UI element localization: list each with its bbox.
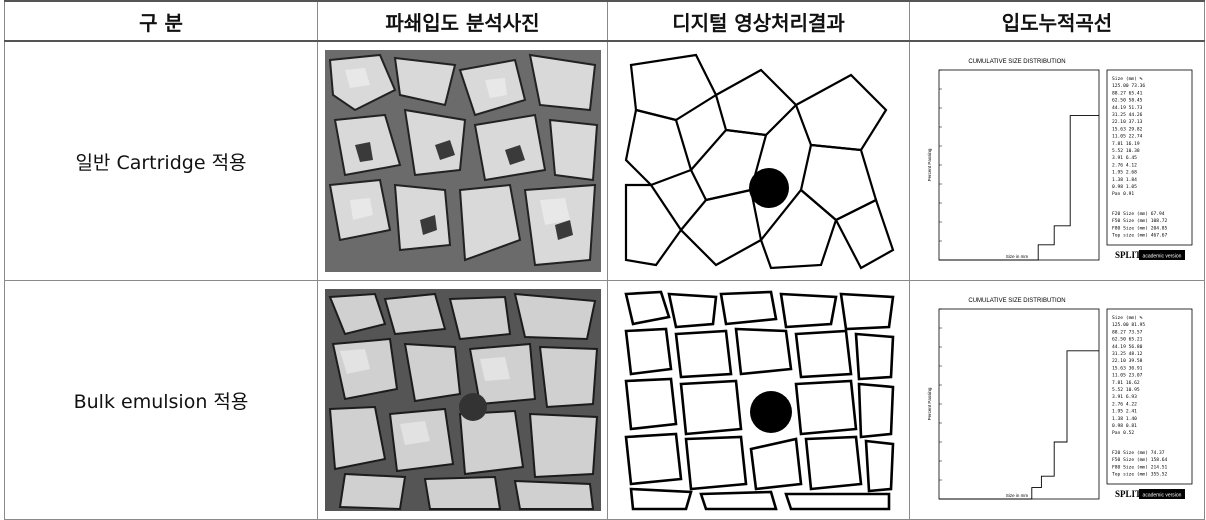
header-digital-result: 디지털 영상처리결과 — [607, 0, 910, 42]
chart-series-group — [939, 308, 1099, 500]
header-cumulative-curve: 입도누적곡선 — [909, 0, 1205, 42]
size-table-line: 3.91 6.93 — [1112, 394, 1137, 400]
size-table-line: 7.81 16.19 — [1112, 141, 1140, 147]
digital-fragment-outline-image — [620, 289, 897, 511]
size-table-line: 22.10 39.58 — [1112, 358, 1143, 364]
size-table-line: 1.95 2.68 — [1112, 170, 1137, 176]
size-table-line: Size (mm) % — [1112, 315, 1143, 321]
digital-processing-cell — [607, 280, 910, 520]
row-label-bulk-emulsion: Bulk emulsion 적용 — [4, 280, 318, 520]
cumulative-size-chart: CUMULATIVE SIZE DISTRIBUTION Percent Pas… — [927, 59, 1193, 261]
size-table-line: 2.76 4.12 — [1112, 162, 1137, 168]
size-table-line: 11.05 22.74 — [1112, 134, 1143, 140]
split-logo: SPLIT — [1115, 250, 1141, 260]
size-table-line: Pan 0.91 — [1112, 191, 1134, 197]
series-line — [939, 115, 1099, 261]
chart-xlabel: Size in mm — [1006, 493, 1029, 498]
header-row: 구 분 파쇄입도 분석사진 디지털 영상처리결과 입도누적곡선 — [4, 0, 1205, 42]
version-box — [1139, 489, 1185, 499]
size-footer-line: F50 Size (mm) 108.72 — [1112, 218, 1168, 224]
chart-xlabel: Size in mm — [1006, 254, 1029, 259]
size-table-line: 62.50 65.21 — [1112, 337, 1143, 343]
rock-photo-cell — [317, 40, 608, 281]
cumulative-size-chart: CUMULATIVE SIZE DISTRIBUTION Percent Pas… — [927, 298, 1193, 500]
size-table-line: 125.00 73.36 — [1112, 83, 1145, 89]
size-table-box — [1106, 69, 1193, 246]
size-footer-line: F80 Size (mm) 214.51 — [1112, 464, 1168, 470]
size-table-line: Size (mm) % — [1112, 76, 1143, 82]
size-table-line: 2.76 4.22 — [1112, 401, 1137, 407]
size-table-line: 1.38 1.40 — [1112, 416, 1137, 422]
rock-photo-cell — [317, 280, 608, 520]
size-table-line: 0.98 0.81 — [1112, 423, 1137, 429]
size-footer-line: Top size (mm) 355.52 — [1112, 472, 1168, 478]
row-label-cartridge: 일반 Cartridge 적용 — [4, 40, 318, 281]
series-line — [939, 350, 1099, 500]
rock-fragment-photo — [324, 50, 601, 272]
size-table-line: 44.19 51.73 — [1112, 105, 1143, 111]
size-table-line: 1.38 1.84 — [1112, 177, 1137, 183]
size-table-line: 125.00 81.95 — [1112, 322, 1145, 328]
split-logo: SPLIT — [1115, 489, 1141, 499]
size-table-line: 22.10 37.13 — [1112, 119, 1143, 125]
size-table-line: Pan 0.52 — [1112, 430, 1134, 436]
cumulative-curve-cell: CUMULATIVE SIZE DISTRIBUTION Percent Pas… — [909, 280, 1205, 520]
size-table-line: 88.27 65.41 — [1112, 90, 1143, 96]
size-table-line: 11.05 23.07 — [1112, 373, 1143, 379]
version-box — [1139, 250, 1185, 260]
size-table-line: 31.25 44.26 — [1112, 112, 1143, 118]
header-category: 구 분 — [4, 0, 318, 42]
version-label: academic version — [1143, 493, 1182, 499]
chart-title: CUMULATIVE SIZE DISTRIBUTION — [968, 298, 1065, 304]
scale-reference-ball — [749, 391, 792, 433]
header-photo: 파쇄입도 분석사진 — [317, 0, 608, 42]
table-row: Bulk emulsion 적용 — [4, 280, 1205, 520]
size-table-line: 15.63 30.91 — [1112, 365, 1143, 371]
digital-processing-cell — [607, 40, 910, 281]
scale-reference-ball — [748, 168, 789, 208]
size-footer-line: Top size (mm) 467.67 — [1112, 233, 1168, 239]
size-footer-line: F20 Size (mm) 67.94 — [1112, 211, 1165, 217]
size-table-line: 0.98 1.05 — [1112, 184, 1137, 190]
size-table-line: 3.91 6.45 — [1112, 155, 1137, 161]
chart-ylabel: Percent Passing — [927, 148, 932, 181]
size-table-line: 62.50 58.45 — [1112, 98, 1143, 104]
chart-series-group — [939, 69, 1099, 261]
fragmentation-comparison-table: 구 분 파쇄입도 분석사진 디지털 영상처리결과 입도누적곡선 일반 Cartr… — [4, 0, 1205, 520]
size-table-line: 7.81 16.62 — [1112, 380, 1140, 386]
cumulative-curve-cell: CUMULATIVE SIZE DISTRIBUTION Percent Pas… — [909, 40, 1205, 281]
table-row: 일반 Cartridge 적용 — [4, 40, 1205, 281]
digital-fragment-outline-image — [620, 50, 897, 272]
rock-fragment-photo — [324, 289, 601, 511]
size-footer-line: F20 Size (mm) 74.37 — [1112, 450, 1165, 456]
size-table-line: 88.27 73.57 — [1112, 329, 1143, 335]
size-table-line: 5.52 10.95 — [1112, 387, 1140, 393]
chart-title: CUMULATIVE SIZE DISTRIBUTION — [968, 59, 1065, 65]
size-table-line: 5.52 10.38 — [1112, 148, 1140, 154]
size-table-line: 1.95 2.41 — [1112, 409, 1137, 415]
size-footer-line: F50 Size (mm) 158.64 — [1112, 457, 1168, 463]
chart-ylabel: Percent Passing — [927, 387, 932, 420]
version-label: academic version — [1143, 254, 1182, 260]
size-footer-line: F80 Size (mm) 204.85 — [1112, 225, 1168, 231]
size-table-box — [1106, 308, 1193, 485]
size-table-line: 31.25 48.12 — [1112, 351, 1143, 357]
size-table-line: 15.63 29.82 — [1112, 126, 1143, 132]
size-table-line: 44.19 56.80 — [1112, 344, 1143, 350]
